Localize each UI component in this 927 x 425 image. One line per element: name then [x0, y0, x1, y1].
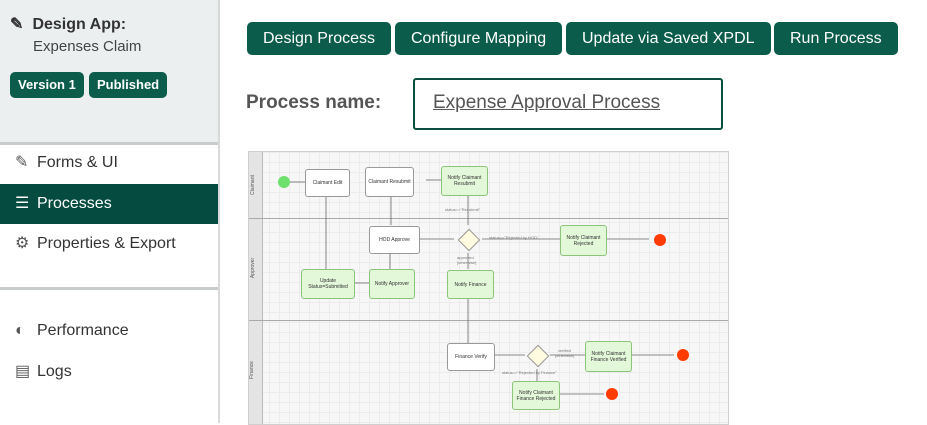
process-diagram[interactable]: Claimant Approver Finance Claimant Edit …	[248, 151, 729, 425]
list-icon: ☰	[15, 195, 30, 212]
node-notify-finance-rejected[interactable]: Notify Claimant Finance Rejected	[512, 381, 560, 410]
label-rejected-by-finance: status=="Rejected by Finance"	[502, 370, 557, 375]
version-badge: Version 1	[10, 72, 84, 98]
gear-icon: ⚙	[15, 235, 30, 252]
sidebar: ✎ Design App: Expenses Claim Version 1 P…	[0, 0, 220, 423]
edit-icon: ✎	[15, 154, 29, 171]
nav-divider	[0, 287, 218, 290]
node-claimant-edit[interactable]: Claimant Edit	[305, 169, 350, 197]
node-notify-finance[interactable]: Notify Finance	[447, 270, 494, 299]
sidebar-item-properties-export[interactable]: ⚙ Properties & Export	[0, 224, 218, 264]
node-notify-rejected[interactable]: Notify Claimant Rejected	[560, 225, 607, 256]
node-hod-approve[interactable]: HOD Approve	[369, 226, 420, 254]
sidebar-item-label: Performance	[37, 322, 129, 339]
process-name-label: Process name:	[246, 92, 382, 113]
lane-header-approver	[249, 219, 263, 320]
app-subtitle: Expenses Claim	[33, 38, 142, 55]
start-event[interactable]	[278, 176, 290, 188]
node-notify-resubmit[interactable]: Notify Claimant Resubmit	[441, 166, 488, 196]
label-resubmit-condition: status=="Resubmit"	[445, 207, 481, 212]
sidebar-item-forms-ui[interactable]: ✎ Forms & UI	[0, 143, 218, 183]
status-badge: Published	[89, 72, 168, 98]
lane-divider	[249, 218, 728, 219]
sidebar-item-label: Processes	[37, 195, 112, 212]
label-otherwise: [otherwise]	[457, 260, 477, 265]
node-claimant-resubmit[interactable]: Claimant Resubmit	[365, 167, 414, 197]
end-event[interactable]	[606, 388, 618, 400]
sidebar-item-performance[interactable]: ◐ Performance	[0, 311, 218, 351]
process-name-value[interactable]: Expense Approval Process	[433, 92, 661, 113]
sidebar-item-label: Forms & UI	[37, 154, 118, 171]
app-header: ✎ Design App: Expenses Claim Version 1 P…	[0, 0, 218, 145]
app-title-text: Design App:	[32, 16, 127, 33]
diagram-edges	[290, 179, 674, 395]
edit-icon: ✎	[10, 16, 24, 33]
sidebar-item-label: Properties & Export	[37, 235, 176, 252]
app-title: ✎ Design App:	[10, 14, 126, 34]
label-otherwise: [otherwise]	[555, 353, 575, 358]
design-process-button[interactable]: Design Process	[247, 22, 392, 55]
scroll-icon: ▤	[15, 363, 31, 380]
sidebar-item-processes[interactable]: ☰ Processes	[0, 184, 218, 224]
lane-divider	[249, 320, 728, 321]
configure-mapping-button[interactable]: Configure Mapping	[395, 22, 563, 55]
run-process-button[interactable]: Run Process	[774, 22, 898, 55]
node-update-status[interactable]: Update Status=Submitted	[301, 269, 355, 299]
node-notify-approver[interactable]: Notify Approver	[369, 269, 415, 299]
node-notify-verified[interactable]: Notify Claimant Finance Verified	[585, 341, 632, 372]
update-xpdl-button[interactable]: Update via Saved XPDL	[566, 22, 771, 55]
end-event[interactable]	[654, 234, 666, 246]
label-approved: approved	[457, 255, 474, 260]
label-verified: verified	[558, 348, 571, 353]
node-finance-verify[interactable]: Finance Verify	[447, 343, 495, 371]
lane-header-finance	[249, 321, 263, 424]
sidebar-item-logs[interactable]: ▤ Logs	[0, 352, 218, 392]
end-event[interactable]	[677, 349, 689, 361]
lane-header-claimant	[249, 152, 263, 218]
process-name-field[interactable]: Expense Approval Process	[413, 78, 723, 130]
sidebar-item-label: Logs	[37, 363, 72, 380]
label-rejected-by-hod: status=="Rejected by HOD"	[489, 235, 539, 240]
gauge-icon: ◐	[15, 322, 25, 339]
